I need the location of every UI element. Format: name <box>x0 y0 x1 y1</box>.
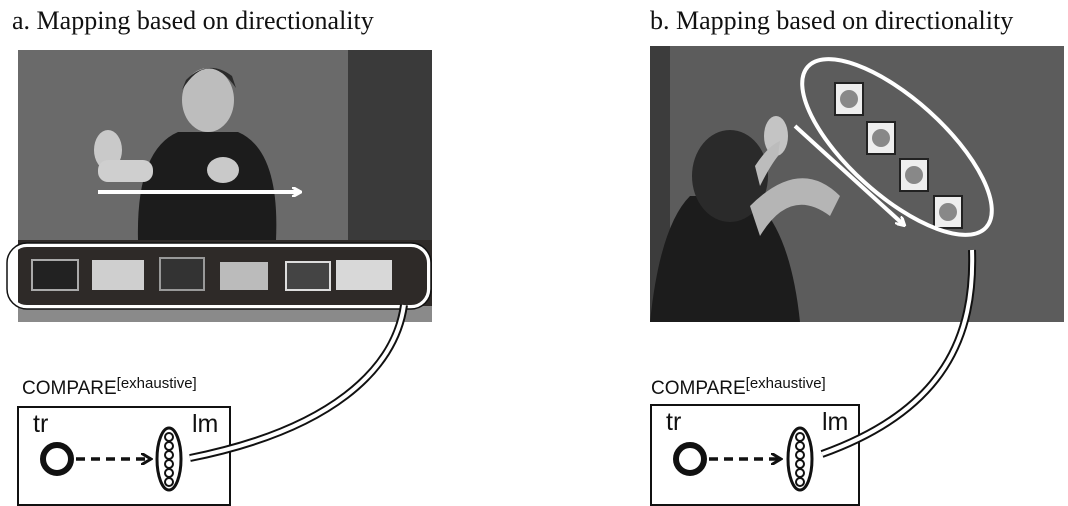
panel-b-trajector-label: tr <box>666 408 682 436</box>
signer-right-hand <box>207 157 239 183</box>
panel-b-verb-label: COMPARE[exhaustive] <box>651 375 826 400</box>
panel-a-schema-box: tr lm <box>17 406 231 506</box>
panel-b-schema-box: tr lm <box>650 404 860 506</box>
signer-torso <box>137 132 277 240</box>
object-1 <box>31 259 79 291</box>
object-4 <box>220 262 268 290</box>
panel-b-video-still <box>650 46 1064 322</box>
panel-a-trajector-label: tr <box>33 410 49 438</box>
object-3 <box>159 257 205 291</box>
panel-a-caption: a. Mapping based on directionality <box>12 6 374 35</box>
panel-a-landmark-label: lm <box>192 410 219 438</box>
object-2 <box>92 260 144 290</box>
panel-a-verb-label: COMPARE[exhaustive] <box>22 375 197 400</box>
panel-b-verb: COMPARE <box>651 378 746 399</box>
object-5 <box>285 261 331 291</box>
signer-raised-hand <box>764 116 788 156</box>
panel-b-caption: b. Mapping based on directionality <box>650 6 1014 35</box>
object-6 <box>336 260 392 290</box>
panel-b-verb-superscript: [exhaustive] <box>745 375 826 392</box>
panel-a-verb-superscript: [exhaustive] <box>116 375 197 392</box>
panel-a-video-still <box>18 50 432 322</box>
signer-head <box>182 68 234 132</box>
panel-a-verb: COMPARE <box>22 378 117 399</box>
panel-b-landmark-label: lm <box>822 408 849 436</box>
signer-head <box>692 130 768 222</box>
